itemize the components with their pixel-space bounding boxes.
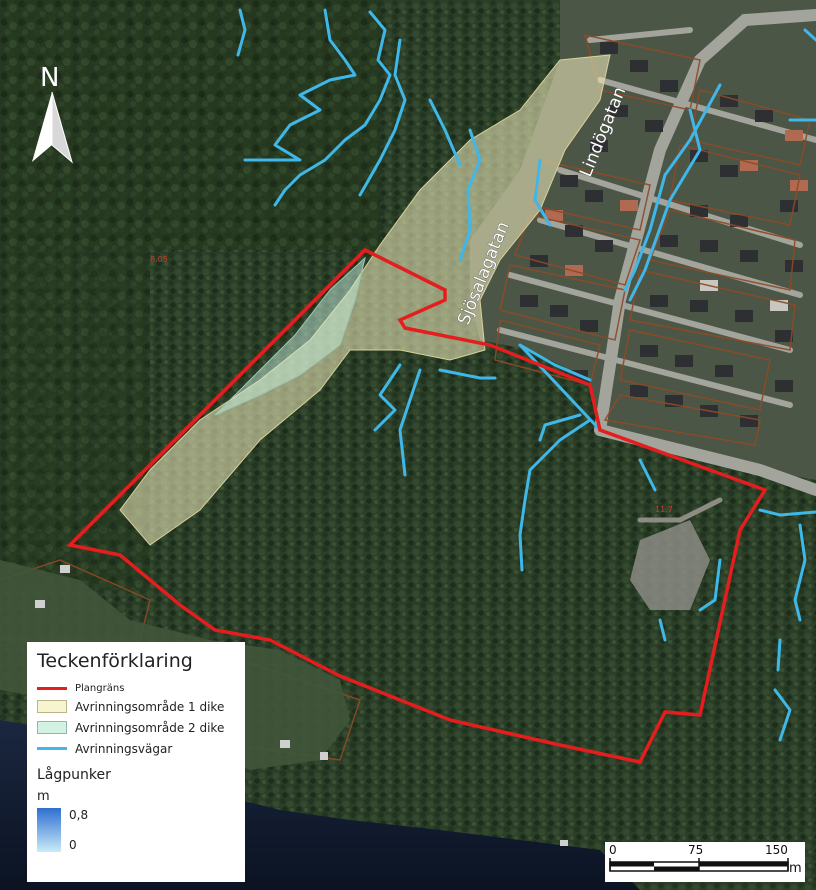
drainage-paths (236, 8, 816, 742)
north-label: N (40, 63, 59, 93)
legend-item-label: Avrinningsområde 1 dike (75, 699, 225, 714)
forest-dark-area-2 (0, 250, 150, 590)
lowpoints-ramp: 0,8 0 (37, 808, 245, 852)
drainage-area-1[interactable] (119, 54, 611, 546)
yellow-fill-icon (37, 700, 67, 713)
scale-unit: m (789, 861, 802, 876)
legend-item-label: Avrinningsområde 2 dike (75, 720, 225, 735)
scale-tick-75: 75 (688, 843, 704, 857)
ramp-max-label: 0,8 (69, 808, 89, 822)
legend-item-drainage-paths: Avrinningsvägar (37, 738, 245, 759)
buildings (520, 42, 808, 427)
legend-title: Teckenförklaring (37, 650, 193, 672)
drainage-area-2[interactable] (214, 256, 366, 416)
legend-item-drainage-area-2: Avrinningsområde 2 dike (37, 717, 245, 738)
legend-item-label: Plangräns (75, 682, 125, 694)
scale-bar-graphic (609, 858, 789, 872)
legend-item-label: Avrinningsvägar (75, 741, 173, 756)
clearing (630, 520, 710, 610)
green-fill-icon (37, 721, 67, 734)
elevation-labels: 8.05 11.7 (150, 255, 673, 514)
scale-tick-150: 150 (765, 843, 788, 857)
legend-lowpoints-title: Lågpunker (37, 767, 111, 783)
legend-lowpoints-unit: m (37, 789, 50, 804)
shore-houses (35, 565, 568, 846)
north-arrow-icon: N (32, 63, 73, 164)
elevation-label-2: 11.7 (655, 505, 673, 514)
ramp-min-label: 0 (69, 838, 77, 852)
scale-bar: 0 75 150 m (605, 842, 805, 882)
legend-item-drainage-area-1: Avrinningsområde 1 dike (37, 696, 245, 717)
blue-line-icon (37, 747, 67, 750)
map-legend: Teckenförklaring Plangräns Avrinningsomr… (27, 642, 245, 882)
roads (497, 9, 816, 523)
legend-item-plan-boundary: Plangräns (37, 680, 245, 696)
elevation-label-1: 8.05 (150, 255, 168, 264)
forest-dark-area (0, 0, 380, 250)
color-ramp-icon (37, 808, 61, 852)
plan-boundary[interactable] (66, 247, 768, 764)
red-line-icon (37, 686, 67, 690)
scale-tick-0: 0 (609, 843, 617, 857)
